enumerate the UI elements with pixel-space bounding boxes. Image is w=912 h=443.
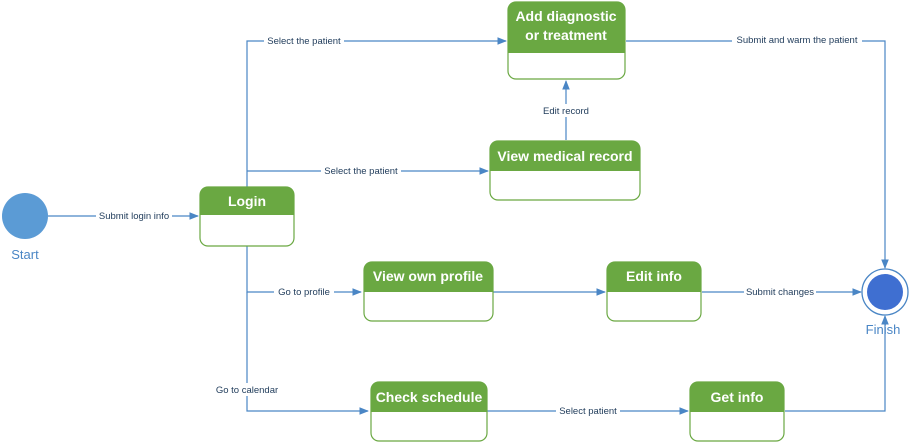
- finish-node: Finish: [861, 268, 909, 337]
- edge-getinfo-finish: [785, 315, 889, 412]
- state-login-title: Login: [228, 193, 266, 209]
- edge-select-patient-top: [246, 37, 507, 187]
- label-submit-warm: Submit and warm the patient: [737, 35, 858, 46]
- state-view-own-profile-title: View own profile: [373, 268, 483, 284]
- label-select-patient: Select patient: [559, 406, 617, 417]
- state-add-diagnostic-title-line2: or treatment: [525, 27, 607, 43]
- edge-submit-warm: [626, 40, 889, 269]
- finish-inner-circle: [867, 274, 903, 310]
- label-select-patient-top: Select the patient: [267, 36, 341, 47]
- finish-label: Finish: [866, 322, 901, 337]
- state-edit-info-title: Edit info: [626, 268, 682, 284]
- label-go-calendar: Go to calendar: [216, 385, 278, 396]
- edges: [48, 37, 889, 415]
- state-edit-info: Edit info: [606, 261, 702, 322]
- state-add-diagnostic-title-line1: Add diagnostic: [515, 8, 616, 24]
- label-submit-login: Submit login info: [99, 211, 169, 222]
- state-check-schedule: Check schedule: [370, 381, 488, 442]
- label-submit-changes: Submit changes: [746, 287, 814, 298]
- state-view-medical-record-title: View medical record: [497, 148, 632, 164]
- state-login: Login: [199, 186, 295, 247]
- state-get-info-title: Get info: [711, 389, 764, 405]
- start-node: Start: [2, 193, 48, 262]
- state-view-own-profile: View own profile: [363, 261, 494, 322]
- state-add-diagnostic: Add diagnostic or treatment: [507, 1, 626, 80]
- state-get-info: Get info: [689, 381, 785, 442]
- edge-go-calendar: [246, 292, 369, 415]
- label-select-patient-mid: Select the patient: [324, 166, 398, 177]
- label-go-profile: Go to profile: [278, 287, 330, 298]
- start-label: Start: [11, 247, 39, 262]
- start-circle: [2, 193, 48, 239]
- edge-labels: Submit login info Select the patient Sel…: [96, 33, 862, 417]
- state-view-medical-record: View medical record: [489, 140, 641, 201]
- label-edit-record: Edit record: [543, 106, 589, 117]
- state-check-schedule-title: Check schedule: [376, 389, 483, 405]
